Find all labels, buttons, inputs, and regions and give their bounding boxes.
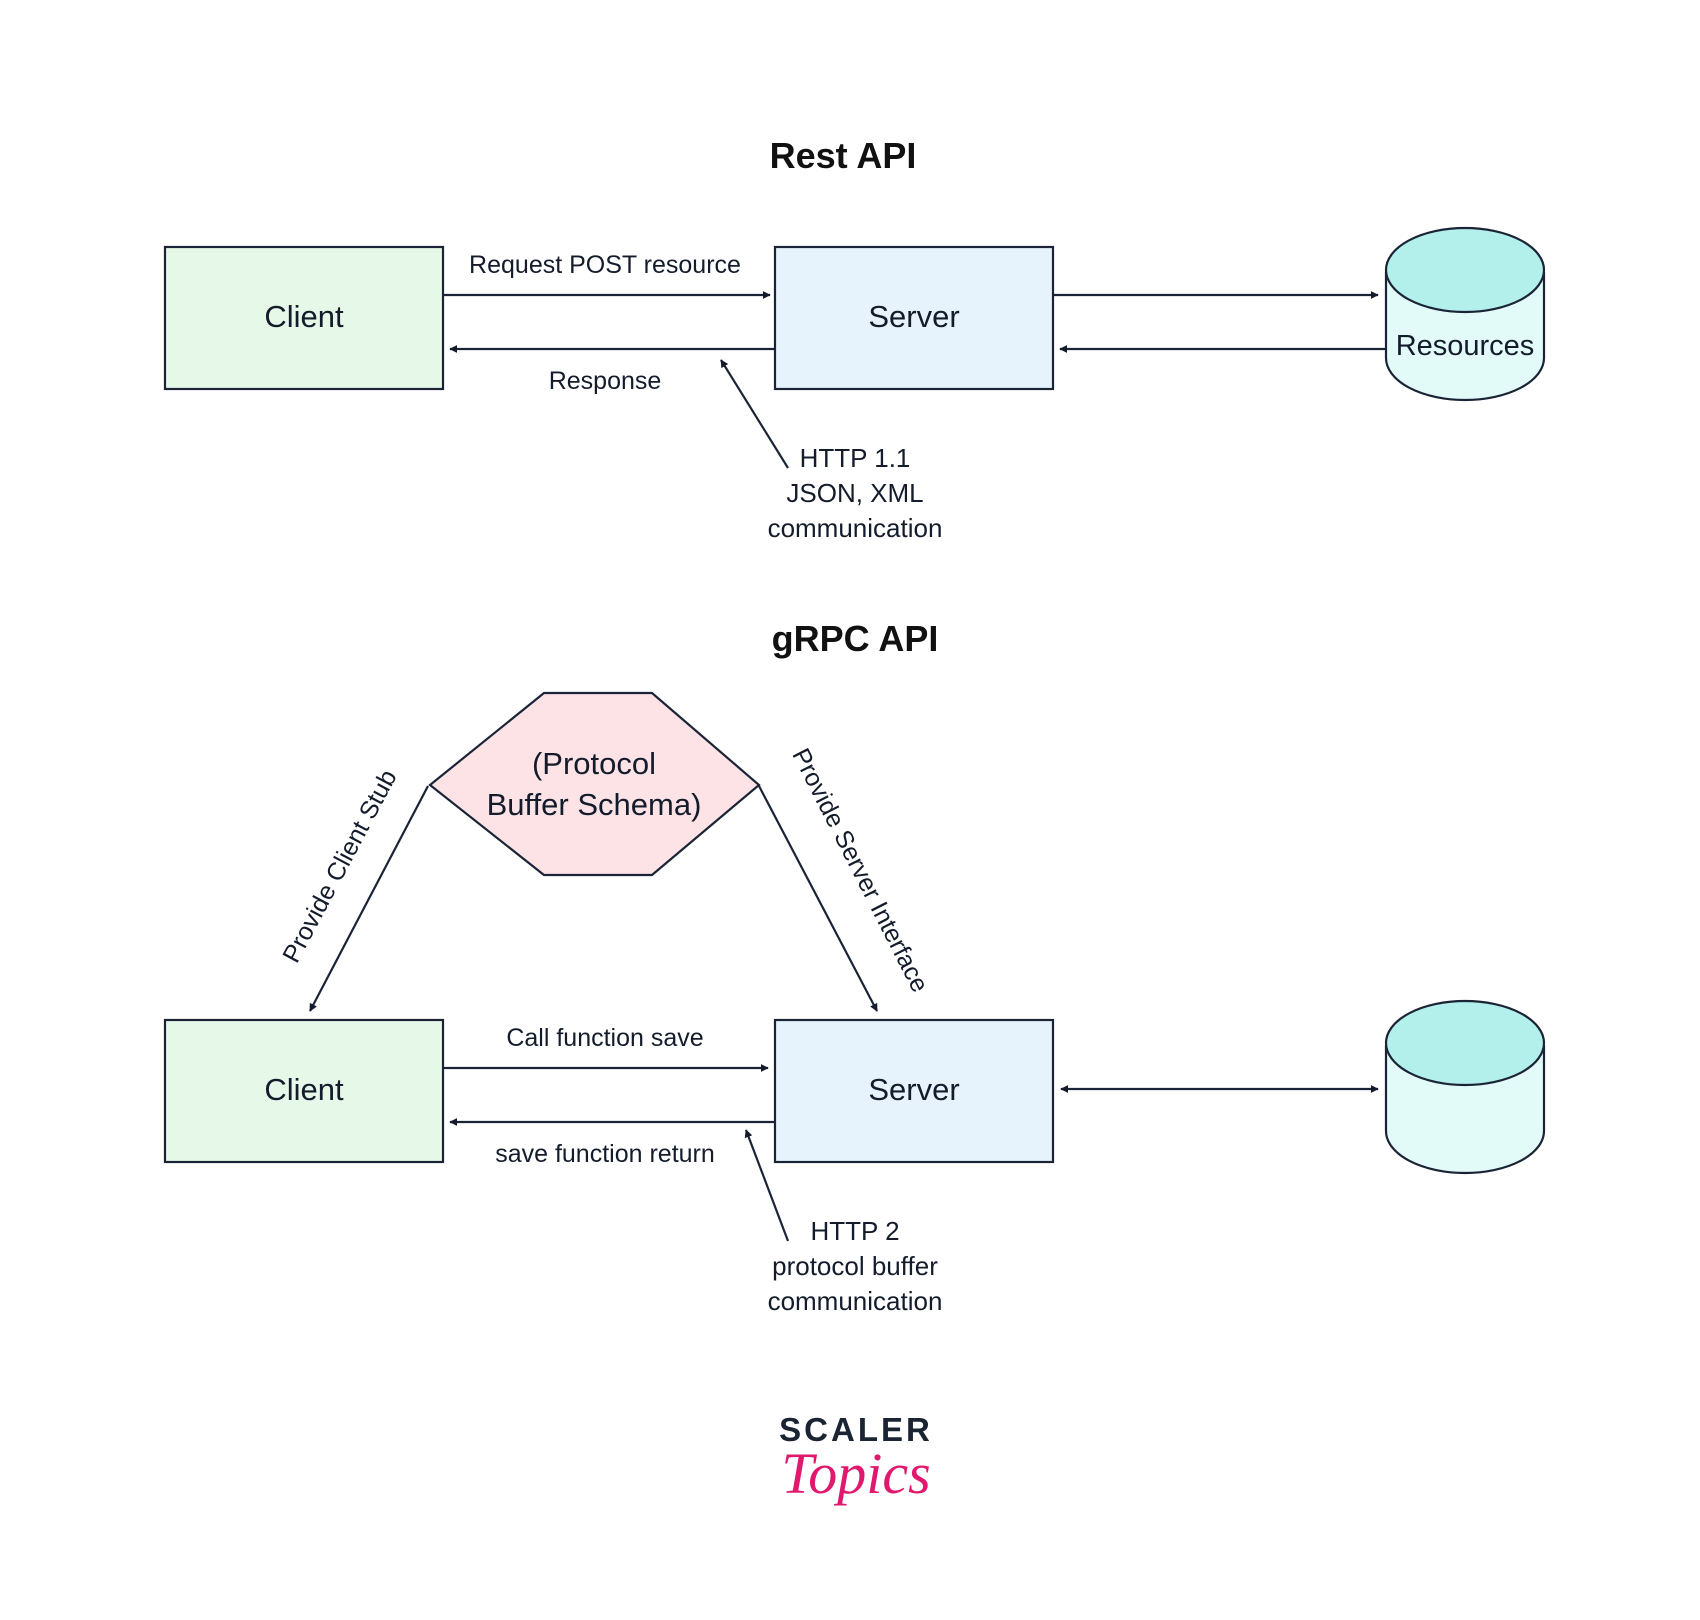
grpc-server-box: Server — [773, 1018, 1055, 1164]
grpc-client-box: Client — [163, 1018, 445, 1164]
grpc-note-line-3: communication — [768, 1286, 943, 1316]
rest-server-label: Server — [868, 299, 959, 334]
rest-resources-database: Resources — [1384, 226, 1546, 402]
grpc-database — [1384, 999, 1546, 1175]
client-stub-label: Provide Client Stub — [277, 765, 402, 967]
rest-api-title: Rest API — [770, 135, 917, 176]
grpc-note-pointer — [744, 1129, 790, 1242]
rest-server-box: Server — [773, 245, 1055, 391]
schema-label-line-2: Buffer Schema) — [487, 787, 702, 822]
grpc-api-title: gRPC API — [772, 618, 939, 659]
function-return-label: save function return — [495, 1140, 715, 1168]
server-interface-arrow — [758, 785, 878, 1012]
rest-note-line-2: JSON, XML — [786, 478, 923, 508]
schema-label-line-1: (Protocol — [532, 746, 656, 781]
logo-scaler-text: SCALER — [779, 1411, 933, 1448]
grpc-server-label: Server — [868, 1072, 959, 1107]
logo-topics-text: Topics — [781, 1441, 930, 1506]
rest-client-label: Client — [264, 299, 344, 334]
rest-note-line-1: HTTP 1.1 — [800, 443, 911, 473]
server-interface-label: Provide Server Interface — [786, 744, 933, 997]
request-label: Request POST resource — [469, 251, 741, 279]
grpc-note-line-2: protocol buffer — [772, 1251, 938, 1281]
call-function-label: Call function save — [506, 1024, 703, 1052]
rest-note-pointer — [720, 359, 789, 469]
scaler-topics-logo: SCALER Topics — [779, 1411, 933, 1506]
rest-note-line-3: communication — [768, 513, 943, 543]
grpc-note-line-1: HTTP 2 — [810, 1216, 899, 1246]
protocol-buffer-schema-hexagon: (Protocol Buffer Schema) — [428, 691, 761, 877]
grpc-client-label: Client — [264, 1072, 344, 1107]
client-stub-arrow — [309, 785, 429, 1012]
response-label: Response — [549, 367, 662, 395]
resources-label: Resources — [1396, 330, 1535, 362]
rest-client-box: Client — [163, 245, 445, 391]
